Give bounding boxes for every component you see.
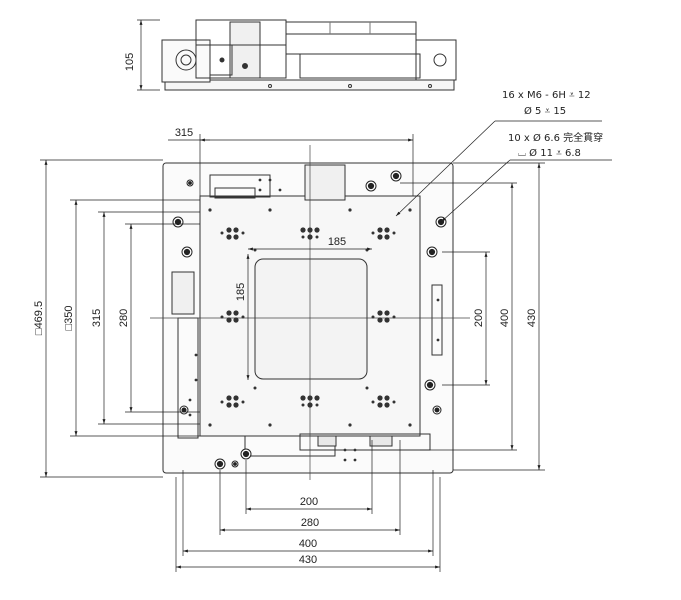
- dim-280-left-label: 280: [118, 309, 130, 327]
- dim-280-bottom-label: 280: [301, 517, 319, 529]
- dim-200-right-label: 200: [473, 309, 485, 327]
- dim-469-5-label: □469.5: [33, 301, 45, 335]
- through-holes-note-line2: ⌴ Ø 11 ⩡ 6.8: [518, 147, 581, 159]
- dim-185-v-label: 185: [235, 283, 247, 301]
- note-leaders: [395, 120, 612, 223]
- dim-400-right-label: 400: [499, 309, 511, 327]
- dim-105-label: 105: [124, 53, 136, 71]
- dim-315-left-label: 315: [91, 309, 103, 327]
- dim-400-bottom-label: 400: [299, 538, 317, 550]
- tapped-hole-patterns: [188, 178, 440, 462]
- pattern-bc: [300, 395, 320, 408]
- dim-185-h-label: 185: [328, 236, 346, 248]
- dimension-lines: [40, 134, 545, 572]
- dim-105: [137, 19, 160, 91]
- tapped-holes-note-line1: 16 x M6 - 6H ⩡ 12: [502, 90, 591, 101]
- dim-350-label: □350: [63, 306, 75, 331]
- dim-430-right-label: 430: [526, 309, 538, 327]
- dim-200-bottom-label: 200: [300, 496, 318, 508]
- pattern-tl: [220, 227, 245, 240]
- dim-430-bottom-label: 430: [299, 554, 317, 566]
- side-view: [161, 19, 457, 91]
- pattern-tr: [371, 227, 396, 240]
- pattern-tc: [300, 227, 320, 240]
- pattern-ml: [220, 310, 245, 323]
- center-lines: [150, 145, 470, 480]
- tapped-holes-note-line2: Ø 5 ⩡ 15: [524, 105, 566, 117]
- dim-315-top-label: 315: [175, 127, 193, 139]
- pattern-br: [371, 395, 396, 408]
- pattern-bl: [220, 395, 245, 408]
- counterbore-holes: [172, 170, 447, 470]
- through-holes-note-line1: 10 x Ø 6.6 完全貫穿: [508, 131, 603, 144]
- pattern-mr: [371, 310, 396, 323]
